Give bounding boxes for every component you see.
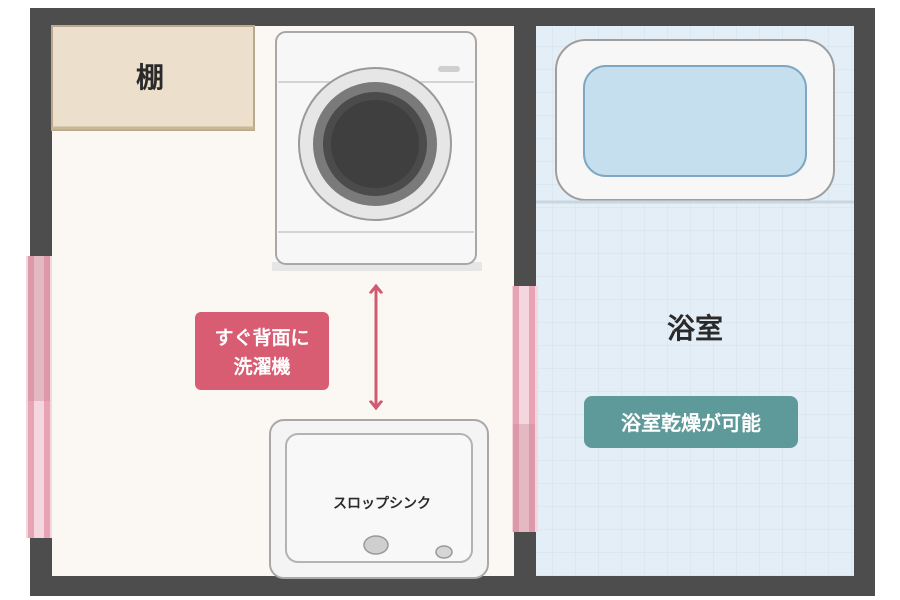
slop-sink: スロップシンク [269,419,489,579]
washer-behind-label-line2: 洗濯機 [233,355,290,378]
washing-machine [272,31,482,271]
bathtub-water [583,65,807,177]
bathtub [536,39,854,204]
shelf: 棚 [51,25,255,131]
washer-behind-badge: すぐ背面に 洗濯機 [195,312,329,390]
slop-sink-label: スロップシンク [333,496,431,512]
bathroom-label: 浴室 [667,312,723,345]
sink-overflow [435,545,453,559]
bathroom-dryer-badge: 浴室乾燥が可能 [584,396,798,448]
washer-behind-label-line1: すぐ背面に [214,326,309,349]
bathroom-door [512,286,538,532]
shelf-label: 棚 [136,61,164,94]
left-door [26,256,52,538]
bathroom-dryer-label: 浴室乾燥が可能 [621,411,761,435]
sink-drain [363,535,389,555]
